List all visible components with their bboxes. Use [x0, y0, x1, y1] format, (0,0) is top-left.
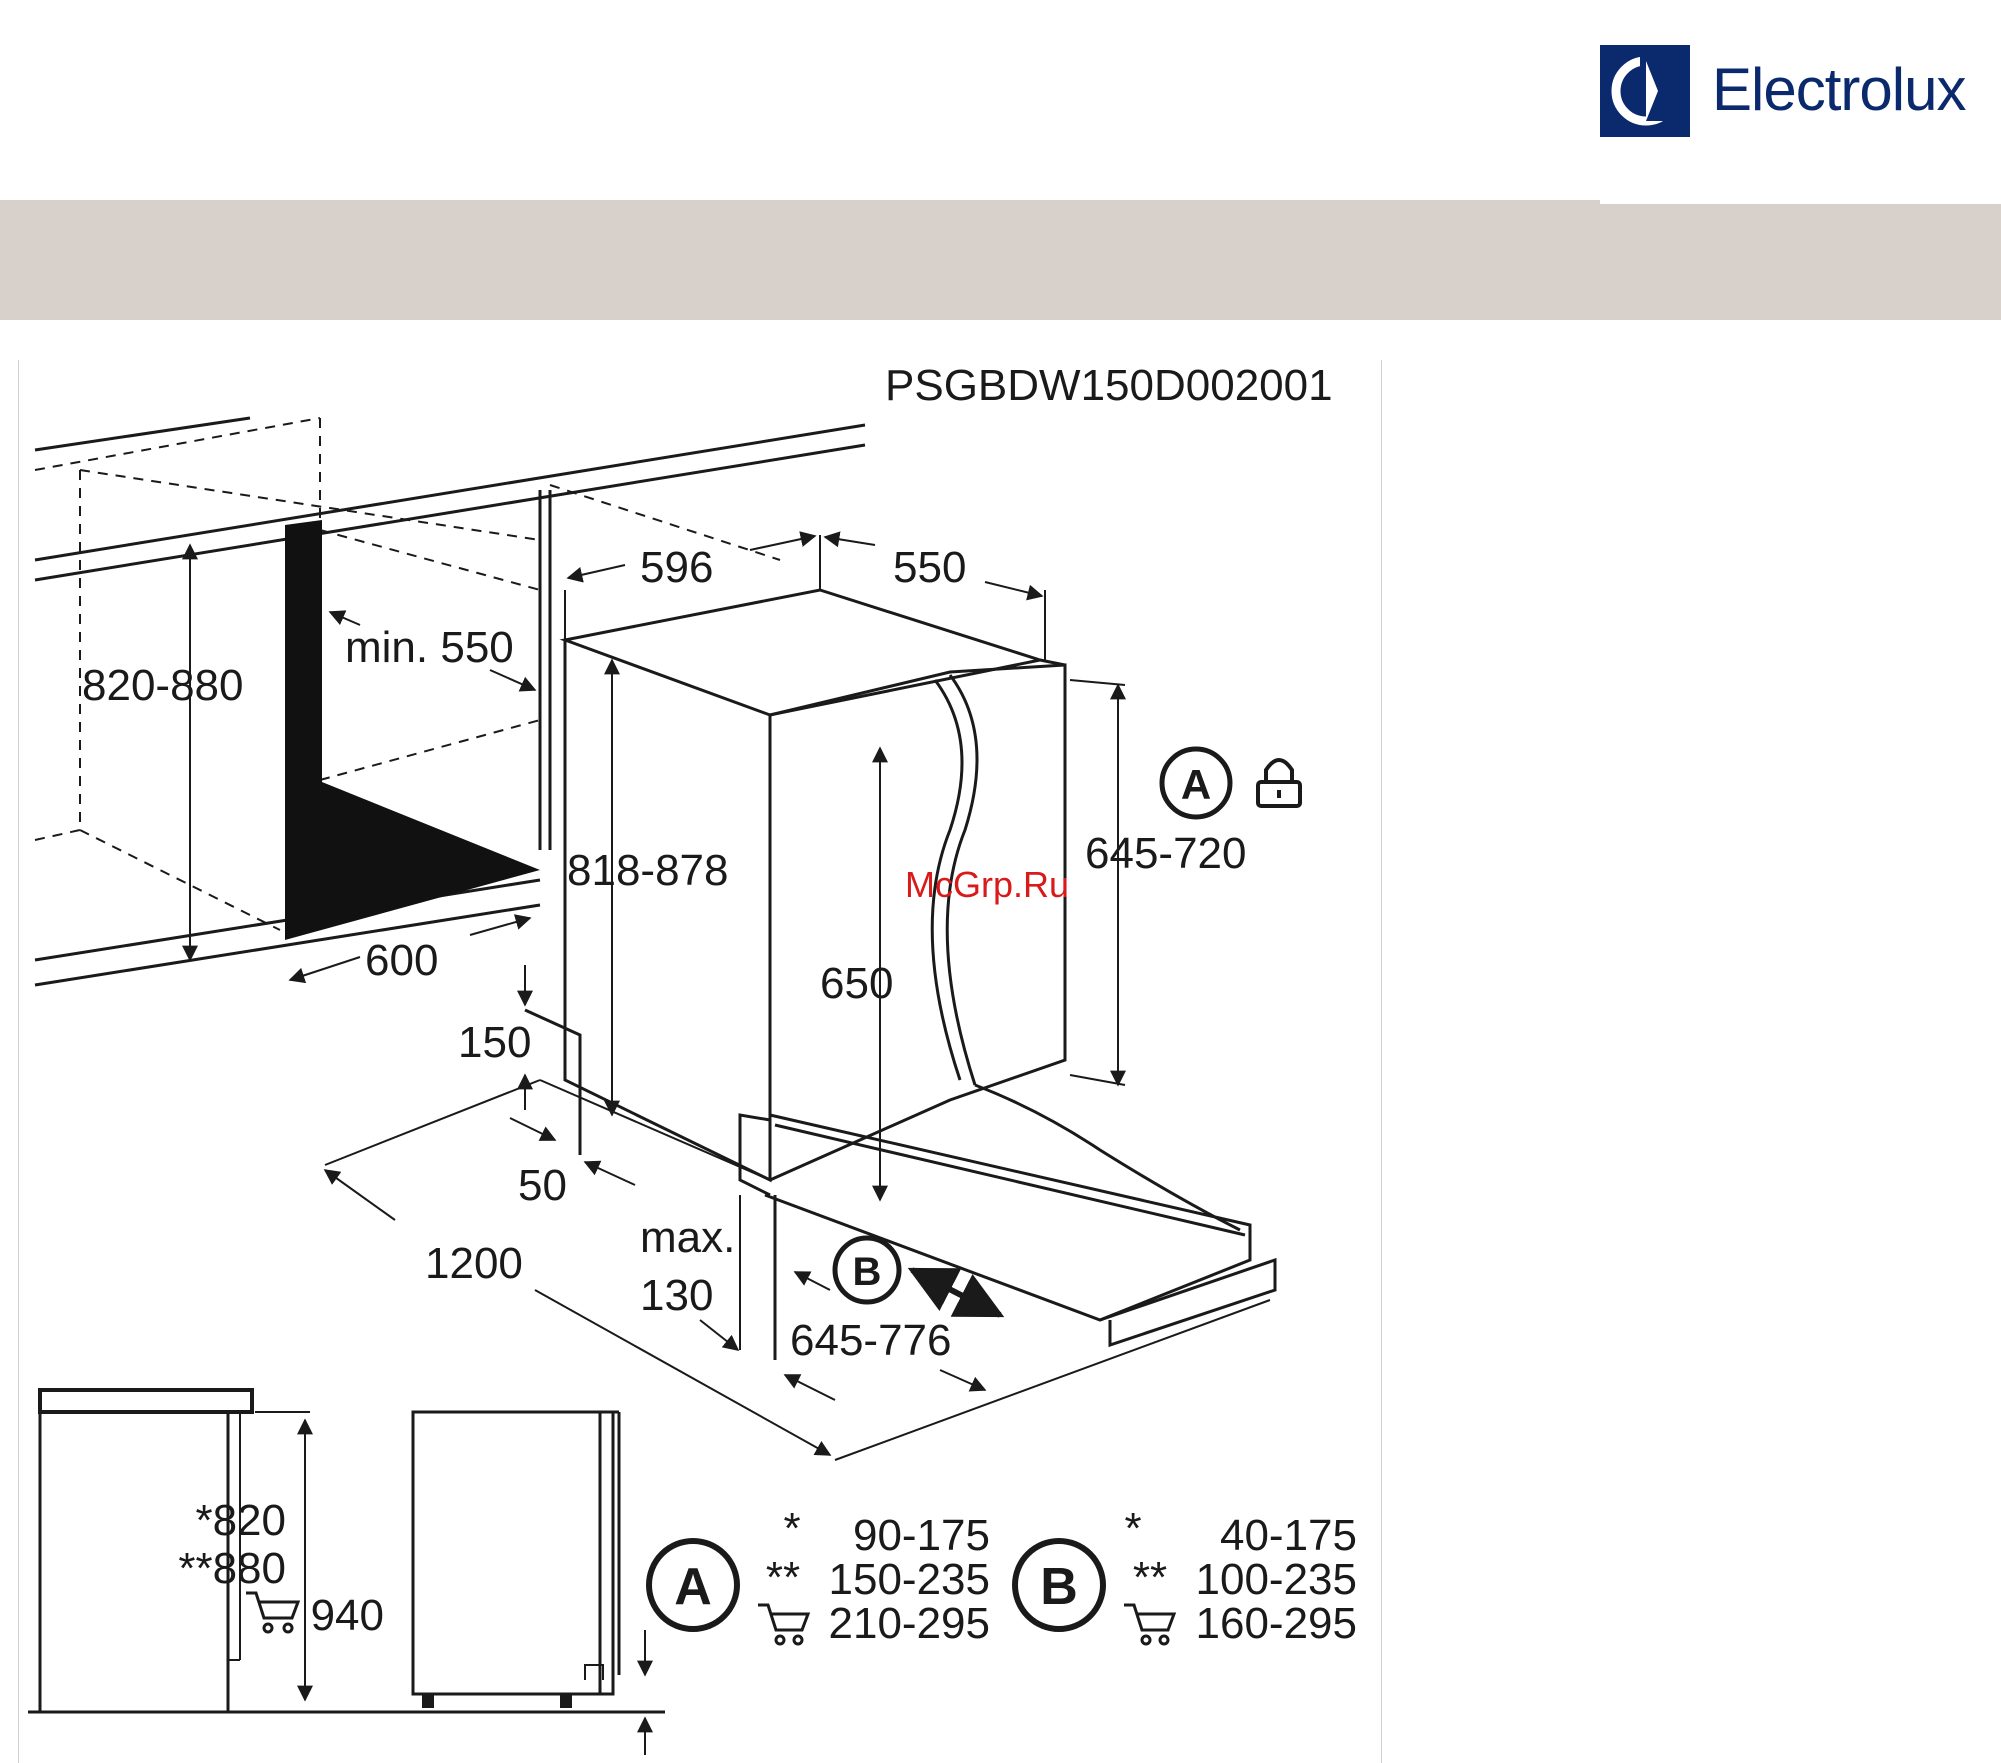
door-range-label: 645-720 [1085, 829, 1246, 878]
side-view-appliance [413, 1412, 619, 1708]
side-height-1: *820 [195, 1496, 286, 1545]
plinth-height-label: 150 [458, 1018, 531, 1067]
watermark: McGrp.Ru [905, 864, 1069, 905]
b-range-arrow-right [940, 1370, 985, 1390]
marker-b-top-letter: B [853, 1250, 882, 1294]
padlock-icon [1258, 760, 1300, 806]
appliance-height-label: 818-878 [567, 846, 728, 895]
table-b-marker: B [1015, 1541, 1103, 1629]
table-b-key-1: * [1124, 1504, 1141, 1553]
table-a-key-1: * [783, 1504, 800, 1553]
table-a-marker: A [649, 1541, 737, 1629]
b-range-label: 645-776 [790, 1316, 951, 1365]
table-b-value-2: 100-235 [1196, 1555, 1357, 1604]
appliance-depth-label: 550 [893, 543, 966, 592]
niche-depth-arrow-left [290, 957, 360, 980]
niche-depth-label: 600 [365, 936, 438, 985]
niche-height-label: 820-880 [82, 661, 243, 710]
depth-arrow-left [825, 537, 875, 545]
depth-arrow-right [985, 582, 1042, 596]
width-arrow-right [750, 536, 815, 550]
table-b-key-2: ** [1133, 1553, 1167, 1602]
table-a-cart-icon [758, 1605, 808, 1644]
niche-depth-arrow-right [470, 918, 530, 935]
table-b-value-1: 40-175 [1220, 1511, 1357, 1560]
table-a-letter: A [674, 1558, 712, 1616]
b-range-arrow-left [795, 1272, 830, 1290]
table-a-key-2: ** [766, 1553, 800, 1602]
shopping-cart-icon [246, 1593, 298, 1632]
max-arrow [700, 1320, 738, 1350]
width-arrow-left [568, 565, 625, 578]
min-depth-arrow-right [490, 670, 535, 690]
appliance-width-label: 596 [640, 543, 713, 592]
drawing-reference: PSGBDW150D002001 [885, 361, 1333, 410]
side-view-cabinet [28, 1390, 665, 1712]
marker-b-top: B [835, 1238, 899, 1302]
table-a-value-3: 210-295 [829, 1599, 990, 1648]
table-b-letter: B [1040, 1558, 1078, 1616]
marker-a-top-letter: A [1181, 761, 1211, 808]
table-b-value-3: 160-295 [1196, 1599, 1357, 1648]
table-a-value-1: 90-175 [853, 1511, 990, 1560]
total-span-arrow-left [325, 1170, 395, 1220]
side-height-3: 940 [311, 1591, 384, 1640]
min-depth-label: min. 550 [345, 623, 514, 672]
max-value-label: 130 [640, 1271, 713, 1320]
door-height-label: 650 [820, 959, 893, 1008]
total-span-label: 1200 [425, 1239, 523, 1288]
plinth-depth-label: 50 [518, 1161, 567, 1210]
max-label: max. [640, 1213, 735, 1262]
marker-a-top: A [1162, 749, 1230, 817]
table-a-value-2: 150-235 [829, 1555, 990, 1604]
side-height-2: **880 [178, 1544, 286, 1593]
plinth-depth-arrow-left [510, 1118, 555, 1140]
table-b-cart-icon [1124, 1605, 1174, 1644]
plinth-depth-arrow-right [585, 1162, 635, 1185]
b-range-arrow-bottom [785, 1375, 835, 1400]
